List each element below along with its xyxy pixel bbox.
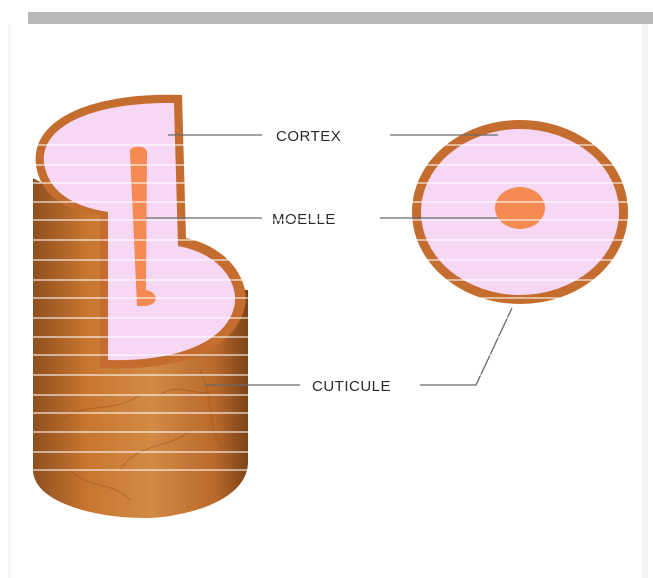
- cuticule-leader-right: [420, 308, 512, 385]
- cross-section-medulla: [495, 187, 545, 229]
- cortex-label: CORTEX: [276, 128, 341, 145]
- hair-cross-section: [412, 120, 628, 304]
- hair-shaft-cutaway: [33, 95, 248, 518]
- cuticule-label: CUTICULE: [312, 378, 391, 395]
